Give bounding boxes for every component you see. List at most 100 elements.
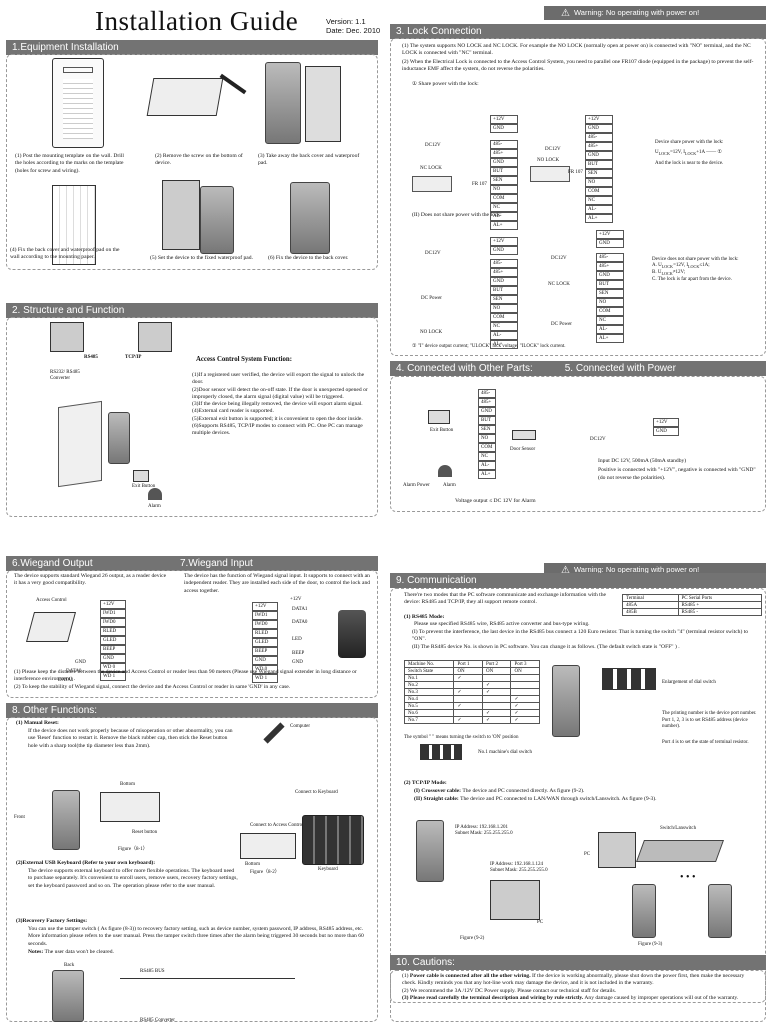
crossover-text: (I) Crossover cable: The device and PC c… [414,788,585,794]
usb-keyboard-title: (2)External USB Keyboard (Refer to your … [16,860,156,866]
device-on-pad-image [162,180,200,250]
no-lock-label: NO LOCK [537,158,560,163]
warning-icon: ⚠ [561,8,570,19]
device-fixed-image [290,182,330,254]
alarm-label: Alarm [148,504,161,509]
rs485-note-2: (II) The RS485 device No. is shown in PC… [412,644,680,650]
keyboard-image [302,815,364,865]
data0-label: DATA0 [66,669,82,674]
subnet-mask-2: Subnet Mask: 255.255.255.0 [490,868,548,873]
enlargement-label: Enlargement of dial switch [662,680,716,685]
switch-image [635,840,725,862]
function-item: (2)Door sensor will detect the on-off st… [192,386,368,400]
access-control-label: Access Control [36,598,67,603]
door-sensor-icon [512,430,536,440]
figure-8-1: Figure（8-1） [118,847,148,852]
function-item: (6)Supports RS485, TCP/IP modes to conne… [192,423,363,437]
print-note: The printing number is the device port n… [662,711,757,729]
dc-power-label: DC Power [421,296,442,301]
step-6-text: (6) Fix the device to the back cover. [268,255,349,261]
pc-icon-4 [598,832,636,868]
tcpip-label: TCP/IP [125,355,142,360]
section-2-header: 2. Structure and Function [6,303,378,318]
section-9-header: 9. Communication [390,573,766,588]
factory-text: You can use the tamper switch ( As figur… [28,926,364,947]
nc-lock-label-2: NC LOCK [548,282,570,287]
voltage-note: Voltage output ≤ DC 12V for Alarm [455,498,536,504]
symbol-note: The symbol " " means turning the switch … [404,735,519,740]
pc-label: PC [537,920,544,925]
exit-button-icon-2 [428,410,450,424]
ip-address-1: IP Address: 192.168.1.201 [455,825,509,830]
wiegand-in-label: LED [292,637,302,642]
card-reader-image [338,610,366,658]
subnet-mask-1: Subnet Mask: 255.255.255.0 [455,831,513,836]
warning-banner: ⚠Warning: No operating with power on! [544,6,766,20]
no-share-title: (II) Does not share power with the lock: [412,212,502,218]
device-image-4 [552,665,580,737]
exit-label: Exit Button [430,428,454,433]
comm-intro: There're two modes that the PC software … [404,592,607,606]
keyboard-label: Keyboard [318,867,338,872]
dc12v-label-2: DC12V [545,147,561,152]
dial-switch-image [420,744,462,760]
page-title: Installation Guide [95,6,299,36]
warning-icon: ⚠ [561,565,570,576]
ip-address-2: IP Address: 192.168.1.124 [490,862,544,867]
section-4-5-panel [390,376,766,512]
section-8-panel [6,717,378,1022]
share-power-title: ① Share power with the lock: [412,81,479,87]
dial-label: No.1 machine's dial switch [478,750,532,755]
wiegand-in-label: DATA1 [292,607,308,612]
figure-9-2: Figure (9-2) [460,936,485,941]
data1-label: DATA1 [58,678,74,683]
caution-item: (2) We recommend the 3A /12V DC Power su… [402,987,617,994]
section-6-header: 6.Wiegand Output [6,556,174,571]
section-7-header: 7.Wiegand Input [174,556,378,571]
manual-reset-title: (1) Manual Reset: [16,720,59,726]
dial-enlarged-image [602,668,656,690]
bus-line [120,978,295,979]
alarm-icon-2 [438,465,452,477]
dc12v-label-4: DC12V [551,256,567,261]
device-bottom-image-2 [100,792,160,822]
function-item: (3)If the device being illegally removed… [192,401,363,408]
lock-image [412,176,452,192]
lock-para-1: (1) The system supports NO LOCK and NC L… [402,43,751,57]
pc-icon-2 [138,322,172,352]
device-image-7 [708,884,732,938]
wiegand-output-text: The device supports standard Wiegand 26 … [14,573,167,587]
wiegand-note: (1) Please keep the distance between the… [14,669,357,690]
device-bottom-image [146,78,224,116]
figure-9-3: Figure (9-3) [638,942,663,947]
pc-icon-3 [490,880,540,920]
dc-power-label-2: DC Power [551,322,572,327]
wall-mount-image [52,185,96,265]
device-bottom-image-3 [240,833,296,859]
straight-text: (II) Straight cable: The device and PC c… [414,796,657,802]
function-item: (4)External card reader is supported. [192,408,274,415]
function-title: Access Control System Function: [196,356,292,363]
device-back-image [52,970,84,1022]
mounting-template-image [52,58,104,148]
rs485-label: RS485 [84,355,98,360]
front-label: Front [14,815,25,820]
gnd-label: GND [75,660,86,665]
function-item: (5)External exit button is supported; it… [192,415,363,422]
section-2-panel [6,317,378,517]
section-4-5-header: 4. Connected with Other Parts:5. Connect… [390,361,766,376]
computer-label: Computer [290,724,310,729]
section-1-header: 1.Equipment Installation [6,40,378,55]
figure-8-2: Figure（8-2） [250,870,280,875]
rs485-note-1: (I) To prevent the interference, the las… [412,629,749,643]
